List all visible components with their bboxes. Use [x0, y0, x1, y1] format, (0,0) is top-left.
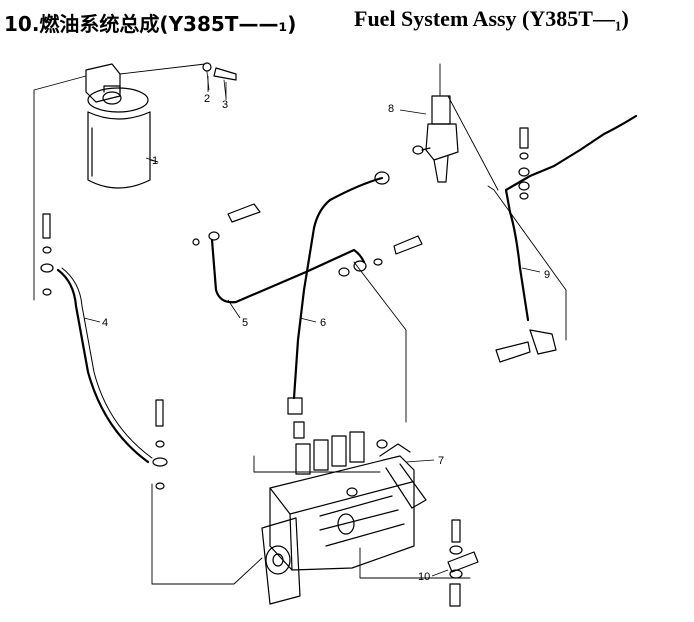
pipe-5: [192, 203, 366, 304]
title-english: Fuel System Assy (Y385T—₁): [354, 6, 629, 31]
callout-labels: 1 2 3 4 5 6 7 8 9 10: [102, 93, 550, 583]
fuel-filter: [85, 63, 151, 189]
callout-3: 3: [222, 99, 228, 111]
title-chinese: 10.燃油系统总成(Y385T——₁): [4, 12, 297, 36]
callout-9: 9: [544, 269, 550, 281]
center-bolt-stack: [152, 399, 168, 490]
left-bolt-stack: [40, 213, 54, 296]
pipe-4: [56, 268, 150, 464]
leader-pump-left: [151, 483, 263, 585]
banjo-bolt-10: [447, 519, 479, 607]
callout-2: 2: [204, 93, 210, 105]
callout-10: 10: [418, 571, 430, 583]
pipe-9: [495, 114, 638, 363]
injector: [412, 95, 459, 183]
leader-pump-bottom: [359, 547, 471, 579]
pipe-6: [287, 171, 423, 415]
callout-1: 1: [152, 155, 158, 167]
callout-7: 7: [438, 455, 444, 467]
leader-filter-frame: [33, 75, 87, 301]
leader-return-frame: [487, 185, 567, 341]
injection-pump: [261, 431, 427, 605]
callout-5: 5: [242, 317, 248, 329]
callout-8: 8: [388, 103, 394, 115]
leader-injector-frame: [439, 63, 499, 191]
callout-6: 6: [320, 317, 326, 329]
leader-pipe6-pump: [353, 261, 407, 423]
callout-4: 4: [102, 317, 108, 329]
leader-filter-right: [119, 63, 206, 75]
